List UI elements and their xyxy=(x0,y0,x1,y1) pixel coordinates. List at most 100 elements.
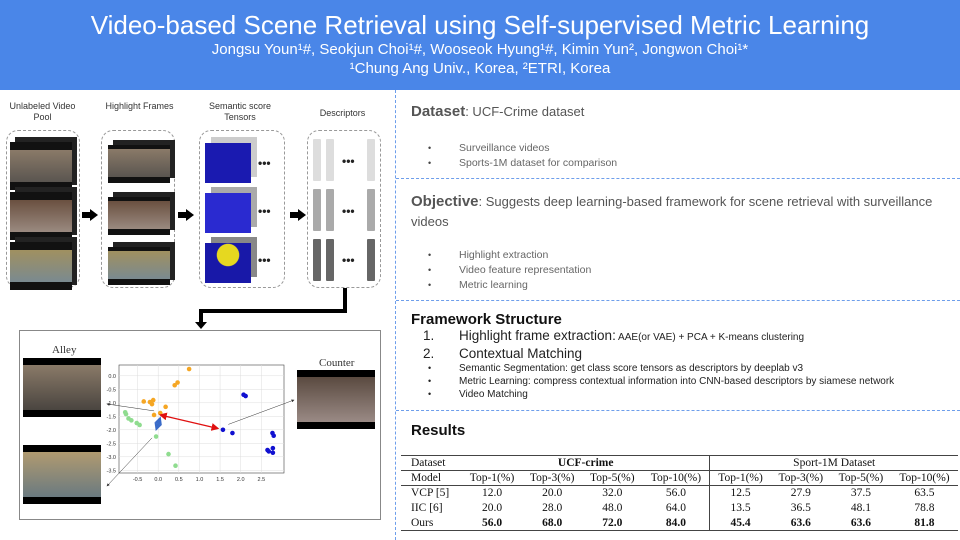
list-item: 1.Highlight frame extraction: AAE(or VAE… xyxy=(411,328,956,346)
arrow-icon xyxy=(186,209,194,221)
score-tensor xyxy=(205,193,251,233)
descriptors-box xyxy=(307,130,381,288)
x-tick-label: -0.5 xyxy=(133,477,142,483)
video-cube xyxy=(10,242,72,290)
arrow xyxy=(82,212,90,218)
frame-stack xyxy=(108,197,170,235)
item-head: Highlight frame extraction: xyxy=(459,328,616,343)
list-item: Highlight extraction xyxy=(411,248,956,263)
pointer-arrow xyxy=(228,399,295,425)
ellipsis: ••• xyxy=(258,156,271,170)
column-header: Top-5(%) xyxy=(590,472,635,484)
embedding-figure xyxy=(19,330,381,520)
table-cell: 63.5 xyxy=(914,487,935,500)
table-cell: 56.0 xyxy=(481,516,503,529)
y-tick-label: 0.0 xyxy=(108,374,116,380)
table-cell: 64.0 xyxy=(642,500,711,516)
ellipsis: ••• xyxy=(342,154,355,168)
x-tick-label: 1.0 xyxy=(196,477,204,483)
list-item: Surveillance videos xyxy=(411,141,956,156)
table-cell: 36.5 xyxy=(790,502,811,514)
arrow-down-icon xyxy=(195,322,207,329)
orange-point xyxy=(149,401,155,407)
blue-point xyxy=(243,393,248,399)
divider xyxy=(396,178,960,179)
blue-point xyxy=(270,450,276,456)
score-tensor xyxy=(205,143,251,183)
list-item: Video feature representation xyxy=(411,263,956,278)
street-image xyxy=(23,445,101,504)
video-cube xyxy=(10,142,72,190)
y-tick-label: -2.0 xyxy=(107,428,116,434)
column-header: Top-10(%) xyxy=(899,472,950,484)
column-header: Top-1(%) xyxy=(469,472,515,484)
section-text: : UCF-Crime dataset xyxy=(465,104,585,119)
framework-section: Framework Structure 1.Highlight frame ex… xyxy=(411,311,956,401)
stage-label: Descriptors xyxy=(319,108,366,118)
arrow-icon xyxy=(298,209,306,221)
arrow xyxy=(178,212,186,218)
connector xyxy=(199,309,347,313)
objective-section: Objective: Suggests deep learning-based … xyxy=(411,192,956,293)
list-item: 2. Contextual Matching xyxy=(411,346,956,362)
blue-point xyxy=(220,427,226,433)
y-tick-label: -2.5 xyxy=(107,441,116,447)
section-heading: Dataset xyxy=(411,103,466,120)
item-text: Semantic Segmentation: get class score t… xyxy=(459,363,804,374)
table-cell: 63.6 xyxy=(790,516,811,529)
descriptor-bar xyxy=(326,189,334,231)
table-cell: 81.8 xyxy=(914,516,935,529)
table-cell: 84.0 xyxy=(642,515,711,531)
table-cell: 72.0 xyxy=(602,516,623,529)
divider xyxy=(396,300,960,301)
table-cell: 45.4 xyxy=(730,516,751,529)
affiliations: ¹Chung Ang Univ., Korea, ²ETRI, Korea xyxy=(349,60,611,77)
table-cell: 78.8 xyxy=(914,502,935,514)
y-tick-label: -0.5 xyxy=(107,387,116,393)
orange-point xyxy=(172,382,177,388)
item-text: AAE(or VAE) + PCA + K-means clustering xyxy=(615,332,805,343)
orange-point xyxy=(150,397,156,403)
blue-point xyxy=(271,433,276,439)
orange-point xyxy=(186,366,192,372)
orange-point xyxy=(175,380,180,385)
section-heading: Results xyxy=(411,422,466,439)
list-item: Metric learning xyxy=(411,278,956,293)
section-text: : Suggests deep learning-based framework… xyxy=(411,194,933,229)
arrow-icon xyxy=(90,209,98,221)
item-head: Contextual Matching xyxy=(459,346,583,361)
table-cell: 20.0 xyxy=(481,502,503,514)
table-group-header: UCF-crime xyxy=(461,455,711,471)
video-cube xyxy=(10,192,72,240)
column-header: Top-3(%) xyxy=(778,472,824,484)
poster-header: Video-based Scene Retrieval using Self-s… xyxy=(0,0,960,90)
ellipsis: ••• xyxy=(258,204,271,218)
ellipsis: ••• xyxy=(258,253,271,267)
blue-point xyxy=(266,449,272,454)
column-header: Top-10(%) xyxy=(642,470,711,486)
table-cell: 56.0 xyxy=(642,485,711,501)
list-item: Sports-1M dataset for comparison xyxy=(411,156,956,171)
column-header: Top-3(%) xyxy=(529,472,575,484)
stage-label: Unlabeled Video Pool xyxy=(9,101,76,122)
distance-arrow xyxy=(158,412,220,431)
descriptor-bar xyxy=(367,139,375,181)
orange-point xyxy=(163,404,168,410)
highlight-frames-box xyxy=(101,130,175,288)
arrow xyxy=(290,212,298,218)
table-header: Dataset xyxy=(411,457,446,469)
ellipsis: ••• xyxy=(342,204,355,218)
column-header: Top-5(%) xyxy=(838,472,884,484)
x-tick-label: 2.5 xyxy=(257,477,265,483)
frame-stack xyxy=(108,145,170,183)
green-point xyxy=(123,411,129,417)
descriptor-bar xyxy=(326,239,334,281)
descriptor-bar xyxy=(313,139,321,181)
x-tick-label: 0.0 xyxy=(154,477,162,483)
x-tick-label: 1.5 xyxy=(216,477,224,483)
table-cell: 32.0 xyxy=(602,487,623,500)
item-number: 2. xyxy=(423,346,435,361)
authors: Jongsu Youn¹#, Seokjun Choi¹#, Wooseok H… xyxy=(211,41,749,58)
y-tick-label: -3.5 xyxy=(107,468,116,474)
